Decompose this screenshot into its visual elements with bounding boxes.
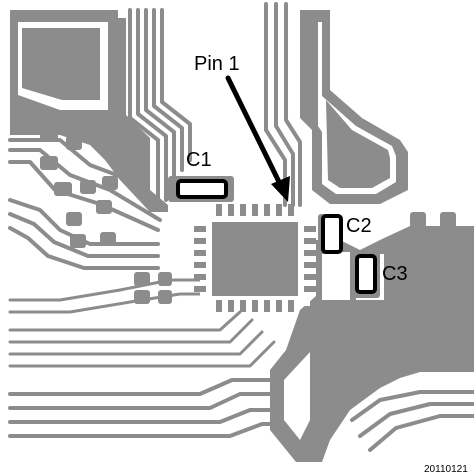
ic-pins-top <box>216 204 294 216</box>
ic-chip <box>194 204 316 312</box>
traces-lower-left <box>8 310 276 438</box>
c1-label: C1 <box>186 149 212 171</box>
via-pad <box>102 176 118 190</box>
pin1-arrow <box>225 75 290 202</box>
via-pad <box>70 234 86 248</box>
capacitor-c3 <box>355 254 377 294</box>
capacitor-c2 <box>321 214 343 254</box>
via-pad <box>158 272 172 286</box>
via-pad <box>40 128 58 142</box>
ic-thermal-pad <box>212 222 298 296</box>
via-pad <box>134 272 150 286</box>
c3-label: C3 <box>382 263 408 285</box>
via-pad <box>410 212 426 228</box>
ic-pins-bottom <box>216 300 294 312</box>
left-vias-and-traces <box>8 128 202 314</box>
ic-pins-left <box>194 226 206 292</box>
via-pad <box>66 212 82 226</box>
via-pad <box>96 200 112 214</box>
via-pad <box>54 182 72 196</box>
traces-upper-left <box>128 8 192 202</box>
via-pad <box>100 232 116 246</box>
figure-id: 20110121 <box>424 464 468 475</box>
traces-upper-middle <box>264 2 302 207</box>
pin1-label: Pin 1 <box>194 53 240 75</box>
c2-label: C2 <box>346 215 372 237</box>
copper-pour-upper-left <box>10 10 168 212</box>
via-pad <box>66 136 82 150</box>
via-pad <box>440 212 456 228</box>
via-pad <box>158 290 172 304</box>
via-pad <box>80 180 96 194</box>
via-pad <box>134 290 150 304</box>
capacitor-c1 <box>168 176 234 202</box>
ic-pins-right <box>304 226 316 292</box>
copper-pour-upper-right <box>300 10 408 204</box>
via-pad <box>40 156 58 170</box>
